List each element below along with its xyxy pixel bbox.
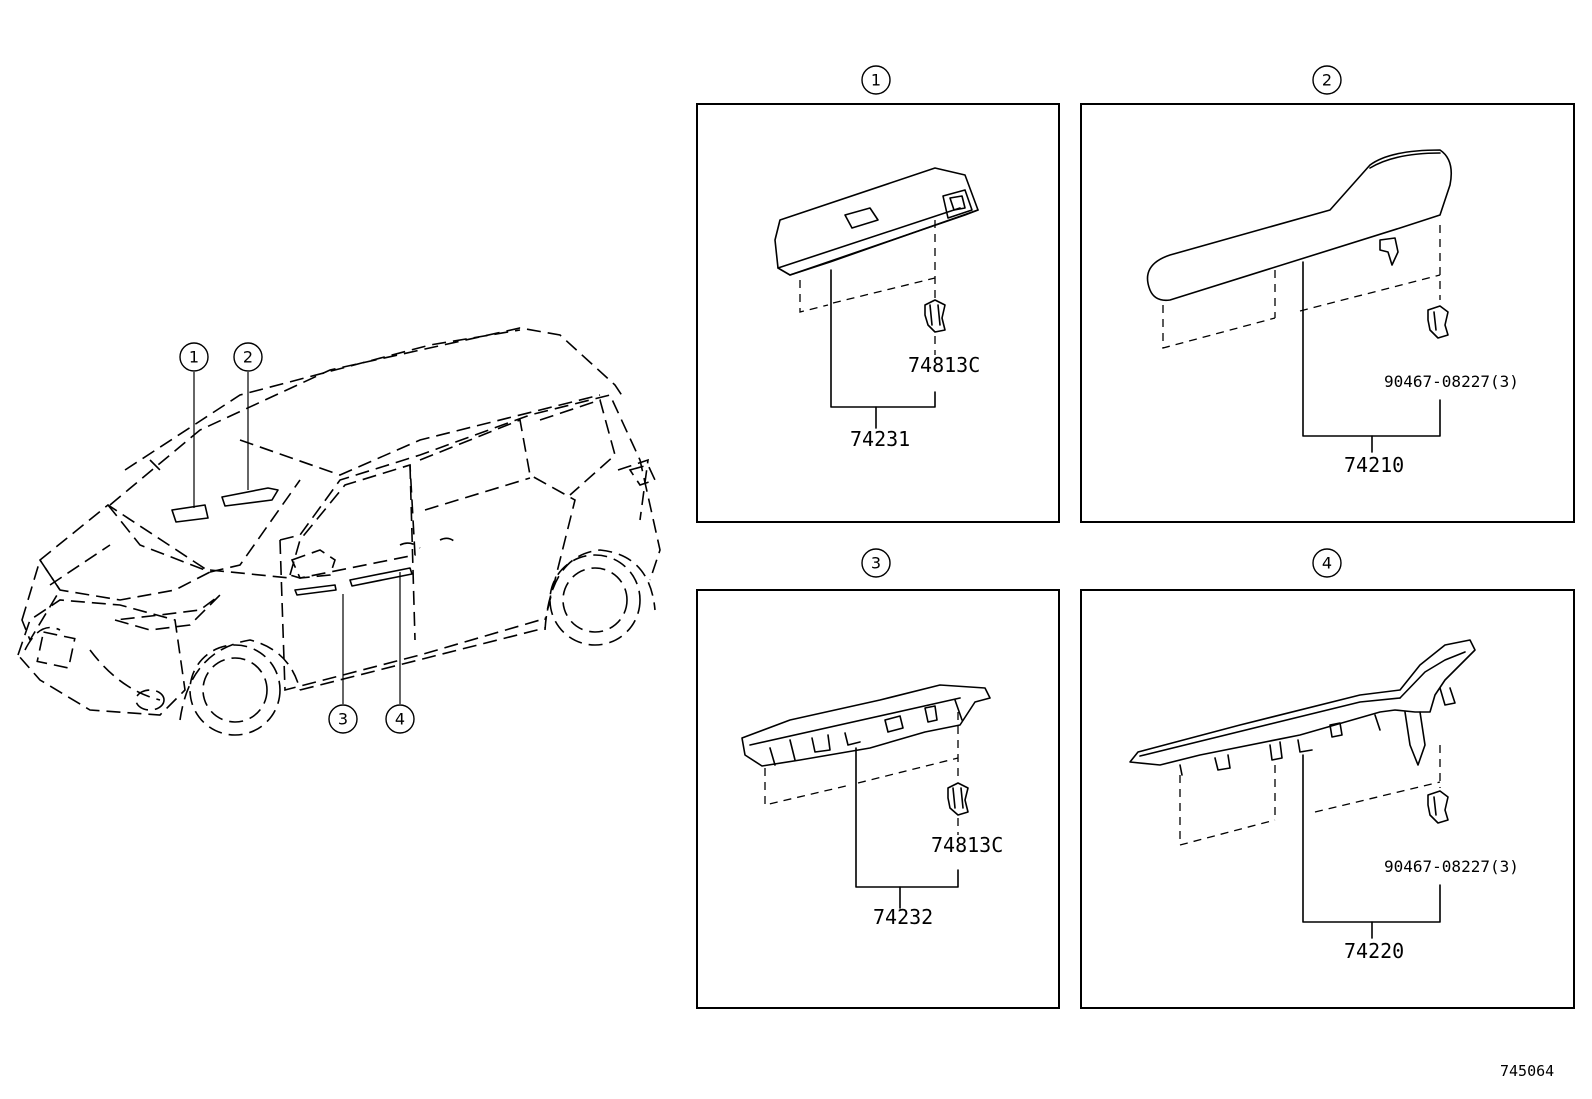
panel-4-part-number: 74220 <box>1344 939 1404 963</box>
panel-1-clip-number: 74813C <box>908 353 980 377</box>
panel-2-clip-number: 90467-08227(3) <box>1384 372 1519 391</box>
overview-callout-2: 2 <box>233 342 263 372</box>
panel-1: 1 74813C 74231 <box>696 65 1060 523</box>
panel-3: 3 74813C 74232 <box>696 548 1060 1009</box>
panel-3-callout: 3 <box>871 554 881 573</box>
panel-3-clip-number: 74813C <box>931 833 1003 857</box>
overview-callout-1: 1 <box>179 342 209 372</box>
callout-label: 2 <box>243 348 253 367</box>
armrest-icon <box>1146 149 1453 302</box>
vehicle-part-3-icon <box>294 584 337 596</box>
reference-number: 745064 <box>1500 1062 1554 1080</box>
panel-3-part-number: 74232 <box>873 905 933 929</box>
clip-icon <box>1427 305 1449 339</box>
callout-label: 1 <box>189 348 199 367</box>
switch-bezel-front-icon <box>774 167 979 276</box>
panel-3-frame <box>696 589 1060 1009</box>
panel-1-frame <box>696 103 1060 523</box>
panel-2: 2 90467-08227(3) 74210 <box>1080 65 1575 523</box>
vehicle-part-4-icon <box>349 567 413 587</box>
panel-1-callout: 1 <box>871 71 881 90</box>
panel-4-frame <box>1080 589 1575 1009</box>
switch-base-front-icon <box>741 684 991 767</box>
callout-label: 3 <box>338 710 348 729</box>
overview-callout-3: 3 <box>328 704 358 734</box>
clip-icon <box>947 782 969 816</box>
panel-2-part-number: 74210 <box>1344 453 1404 477</box>
clip-icon <box>924 299 946 333</box>
panel-4-clip-number: 90467-08227(3) <box>1384 857 1519 876</box>
panel-1-part-number: 74231 <box>850 427 910 451</box>
callout-label: 4 <box>395 710 405 729</box>
vehicle-part-1-icon <box>171 504 209 523</box>
overview-callout-4: 4 <box>385 704 415 734</box>
panel-2-frame <box>1080 103 1575 523</box>
panel-4: 4 90467-08227(3) 74220 <box>1080 548 1575 1009</box>
vehicle-part-2-icon <box>221 487 279 507</box>
panel-2-callout: 2 <box>1322 71 1332 90</box>
clip-icon <box>1427 790 1449 824</box>
panel-4-callout: 4 <box>1322 554 1332 573</box>
vehicle-overview <box>17 327 661 736</box>
door-trim-panel-icon <box>1129 639 1476 776</box>
